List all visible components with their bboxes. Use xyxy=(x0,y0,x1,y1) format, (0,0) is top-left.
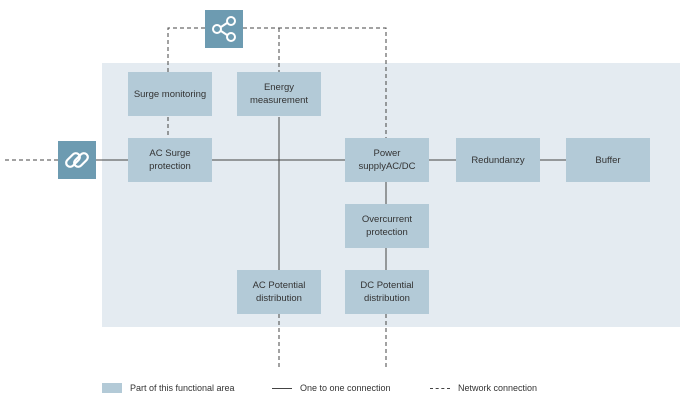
redundanzy-label: Redundanzy xyxy=(471,154,525,166)
dc-potential-distribution-box: DC Potential distribution xyxy=(345,270,429,314)
overcurrent-protection-label: Overcurrent protection xyxy=(361,214,413,238)
ac-potential-distribution-box: AC Potential distribution xyxy=(237,270,321,314)
energy-measurement-box: Energy measurement xyxy=(237,72,321,116)
buffer-label: Buffer xyxy=(595,154,621,166)
dc-potential-distribution-label: DC Potential distribution xyxy=(360,280,414,304)
energy-measurement-label: Energy measurement xyxy=(249,82,309,106)
link-connector-icon xyxy=(58,141,96,179)
legend-area-item: Part of this functional area xyxy=(102,383,235,393)
legend-solid-label: One to one connection xyxy=(300,383,391,393)
network-glyph xyxy=(212,16,236,42)
redundanzy-box: Redundanzy xyxy=(456,138,540,182)
ac-surge-protection-label: AC Surge protection xyxy=(149,148,191,172)
buffer-box: Buffer xyxy=(566,138,650,182)
legend-dashed-line xyxy=(430,387,450,389)
legend-solid-item: One to one connection xyxy=(272,383,391,393)
dashed-surge-monitoring-to-network xyxy=(167,27,205,72)
power-supply-box: Power supplyAC/DC xyxy=(345,138,429,182)
legend-area-label: Part of this functional area xyxy=(130,383,235,393)
dashed-network-to-power-supply xyxy=(243,27,387,138)
legend-dashed-label: Network connection xyxy=(458,383,538,393)
overcurrent-protection-box: Overcurrent protection xyxy=(345,204,429,248)
power-supply-label: Power supplyAC/DC xyxy=(358,148,416,172)
connector-glyph xyxy=(65,152,89,168)
legend-area-swatch xyxy=(102,383,122,393)
legend-solid-line xyxy=(272,387,292,389)
surge-monitoring-box: Surge monitoring xyxy=(128,72,212,116)
legend-dashed-item: Network connection xyxy=(430,383,537,393)
network-share-icon xyxy=(205,10,243,48)
ac-potential-distribution-label: AC Potential distribution xyxy=(252,280,306,304)
ac-surge-protection-box: AC Surge protection xyxy=(128,138,212,182)
surge-monitoring-label: Surge monitoring xyxy=(133,88,207,100)
